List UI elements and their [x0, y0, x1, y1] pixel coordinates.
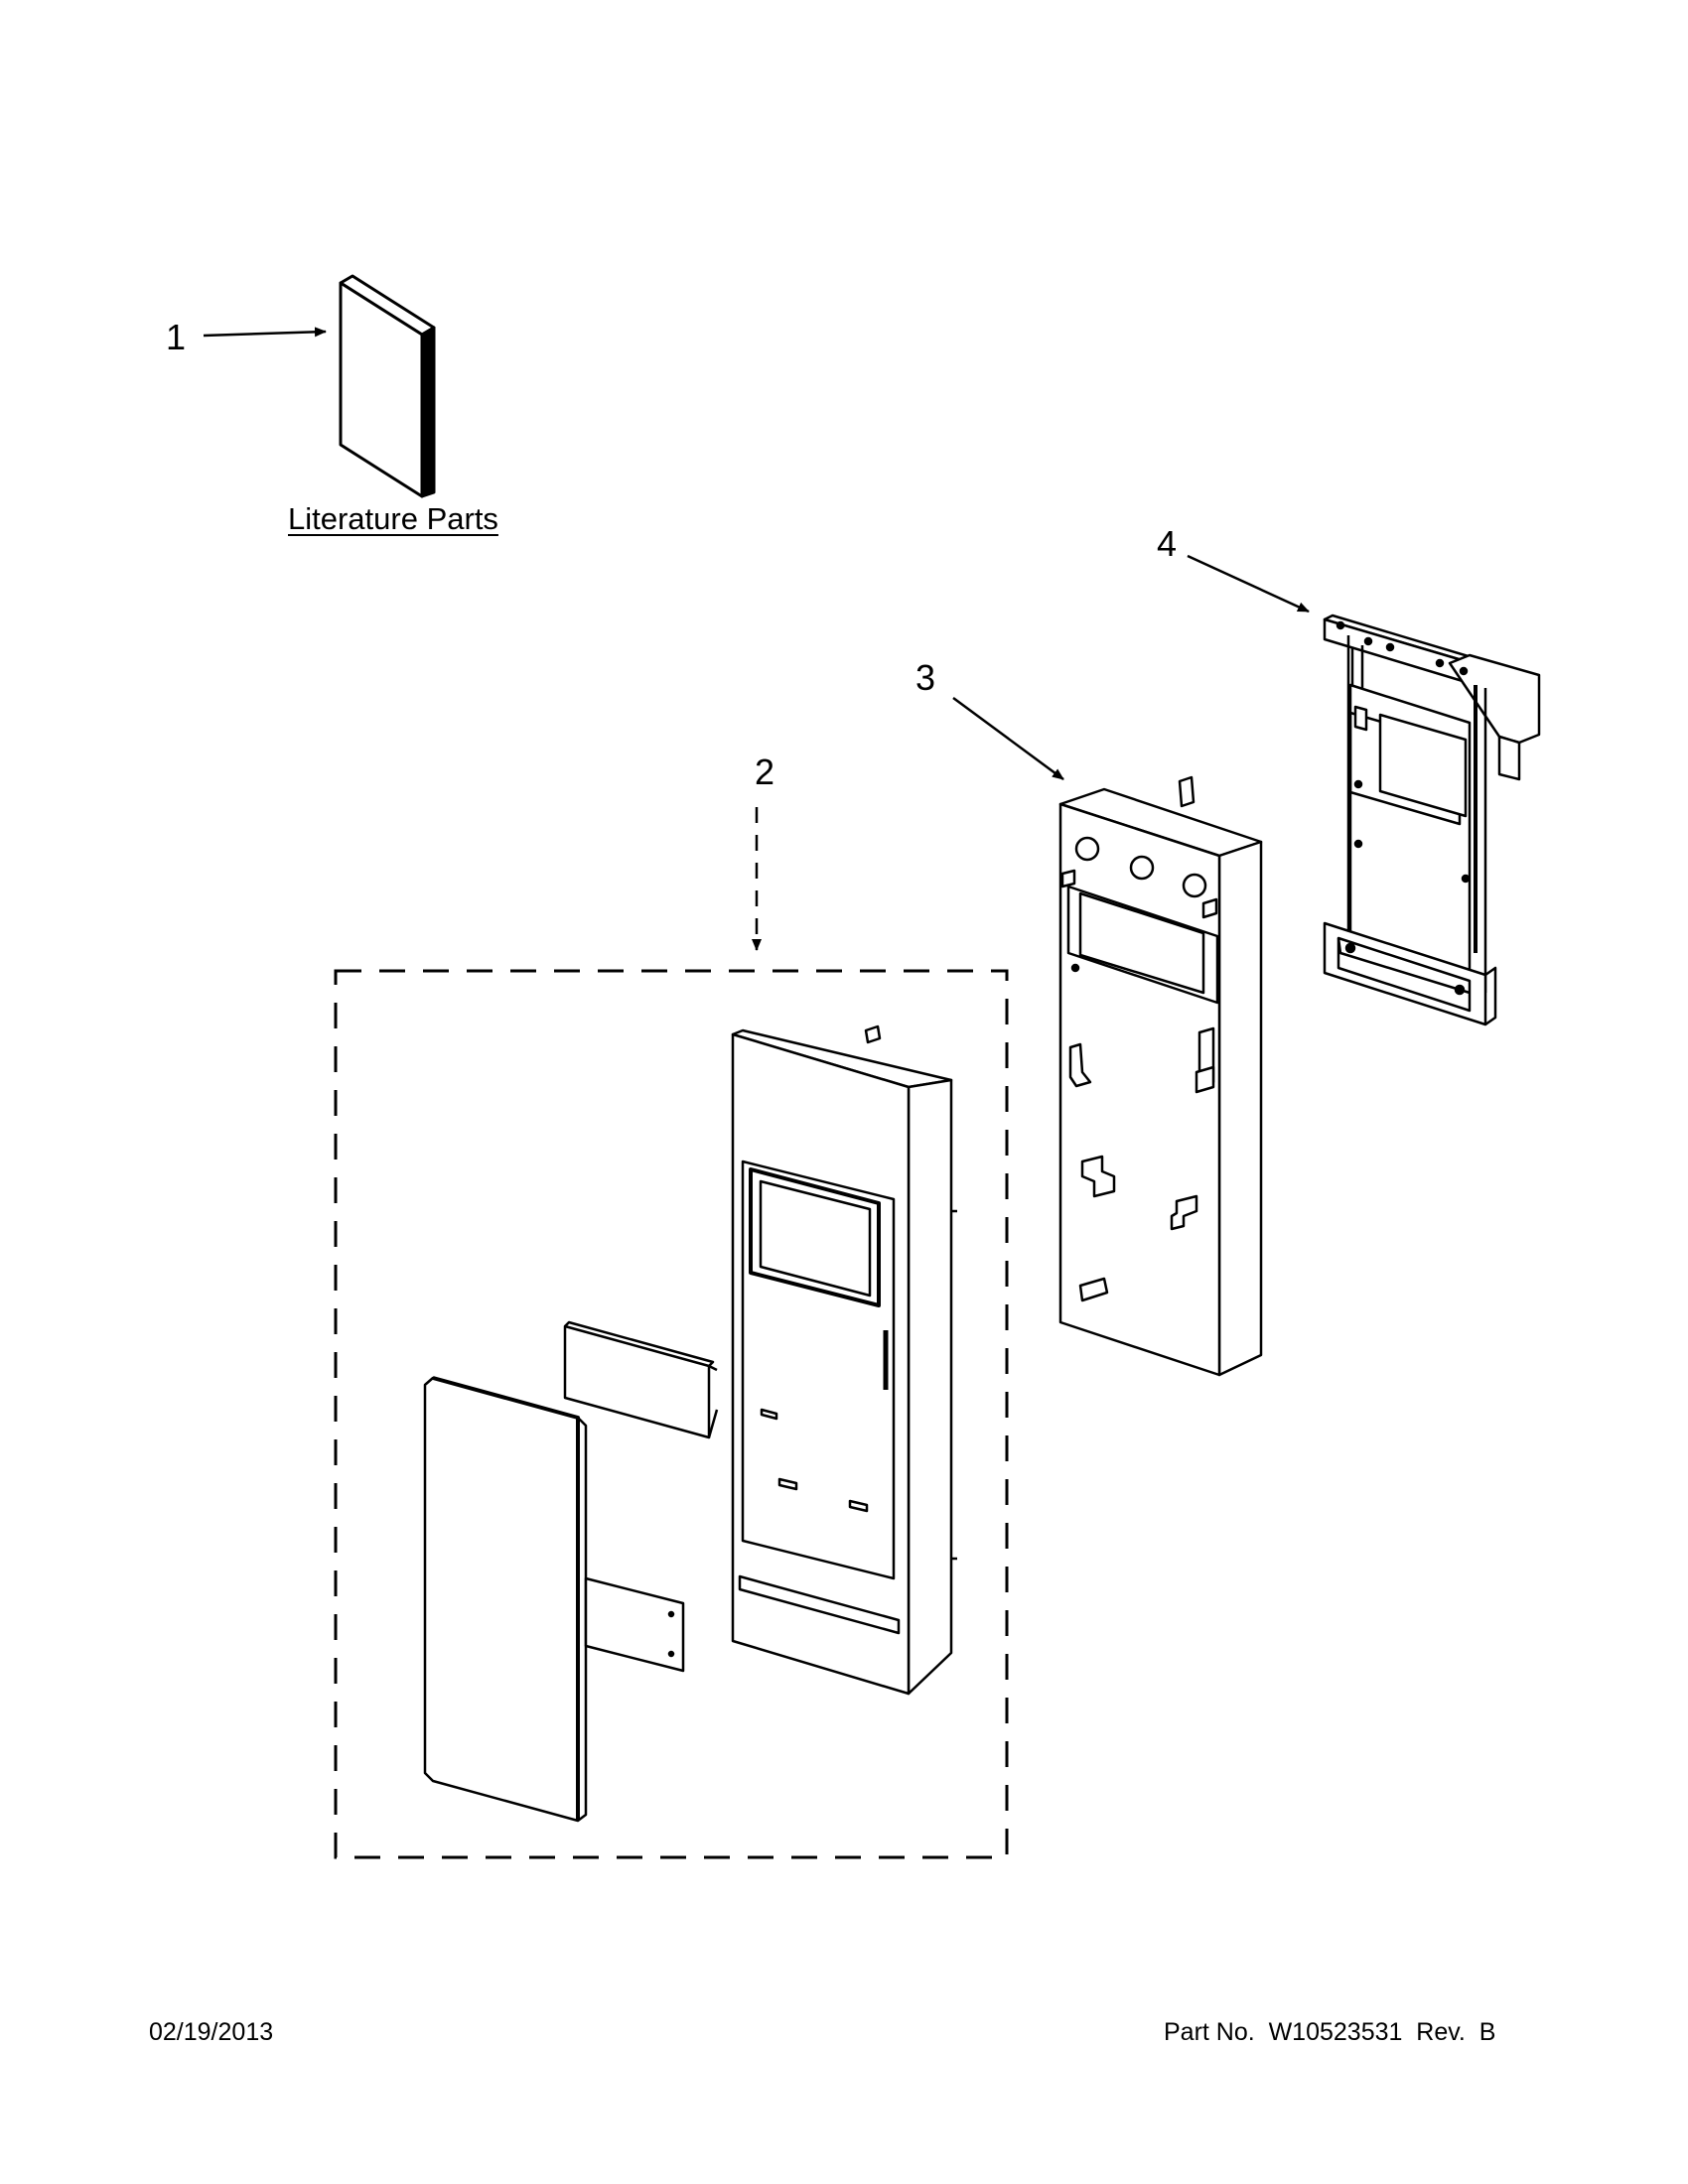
control-panel — [731, 1024, 957, 1696]
electronic-control-board — [1323, 614, 1541, 1026]
footer-date: 02/19/2013 — [149, 2018, 274, 2046]
ribbon-cable — [584, 1576, 685, 1673]
leader-arrows — [203, 327, 1310, 951]
callout-1: 1 — [166, 317, 187, 357]
footer-part-number: Part No. W10523531 Rev. B — [1164, 2018, 1496, 2046]
display-window-insert — [563, 1320, 719, 1439]
membrane-overlay — [423, 1376, 588, 1823]
literature-booklet — [339, 274, 436, 498]
leader-arrow-3 — [952, 696, 1064, 781]
literature-parts-label: Literature Parts — [288, 501, 498, 536]
leader-arrow-4 — [1187, 554, 1310, 614]
control-panel-assembly-boundary — [334, 969, 1009, 1859]
leader-arrow-1 — [203, 327, 327, 338]
callout-4: 4 — [1157, 523, 1178, 564]
panel-frame — [1058, 775, 1263, 1377]
callout-3: 3 — [915, 657, 936, 698]
callout-2: 2 — [755, 751, 775, 792]
